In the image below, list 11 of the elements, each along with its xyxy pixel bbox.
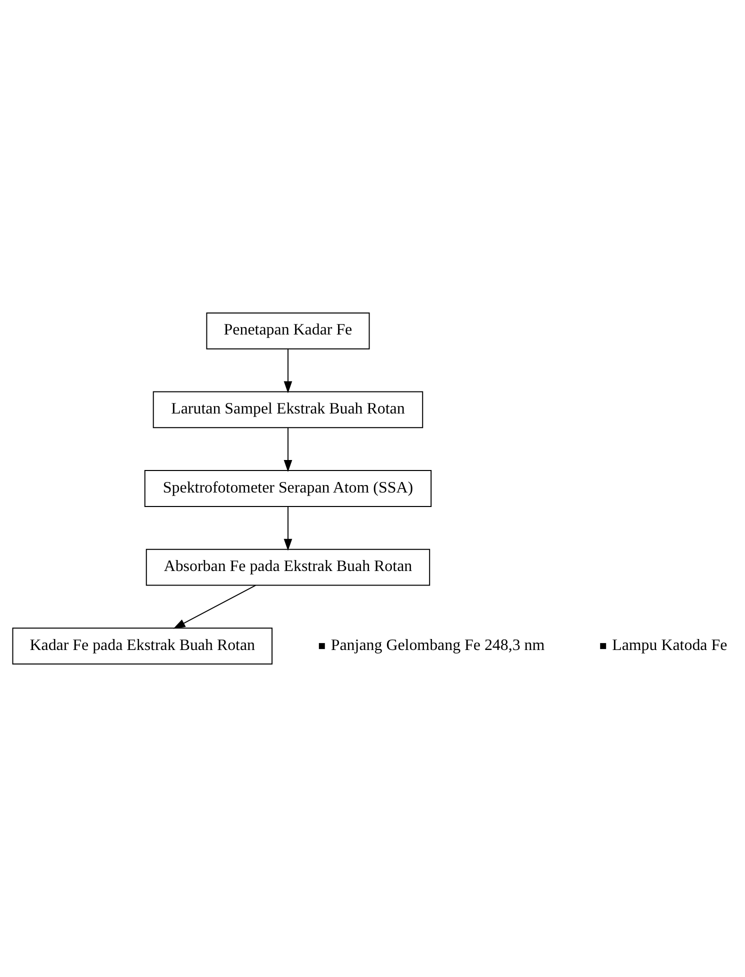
arrow (173, 584, 256, 629)
node-box: Penetapan Kadar Fe (206, 312, 370, 350)
node-box: Absorban Fe pada Ekstrak Buah Rotan (146, 548, 430, 586)
node-box: Kadar Fe pada Ekstrak Buah Rotan (12, 628, 273, 664)
node-box: Larutan Sampel Ekstrak Buah Rotan (152, 391, 424, 428)
arrow (284, 427, 292, 472)
label: Panjang Gelombang Fe 248,3 nm (330, 636, 545, 654)
arrow (284, 348, 292, 394)
arrow (284, 506, 292, 551)
label: Lampu Katoda Fe (612, 636, 728, 654)
node-box: Spektrofotometer Serapan Atom (SSA) (144, 470, 432, 507)
